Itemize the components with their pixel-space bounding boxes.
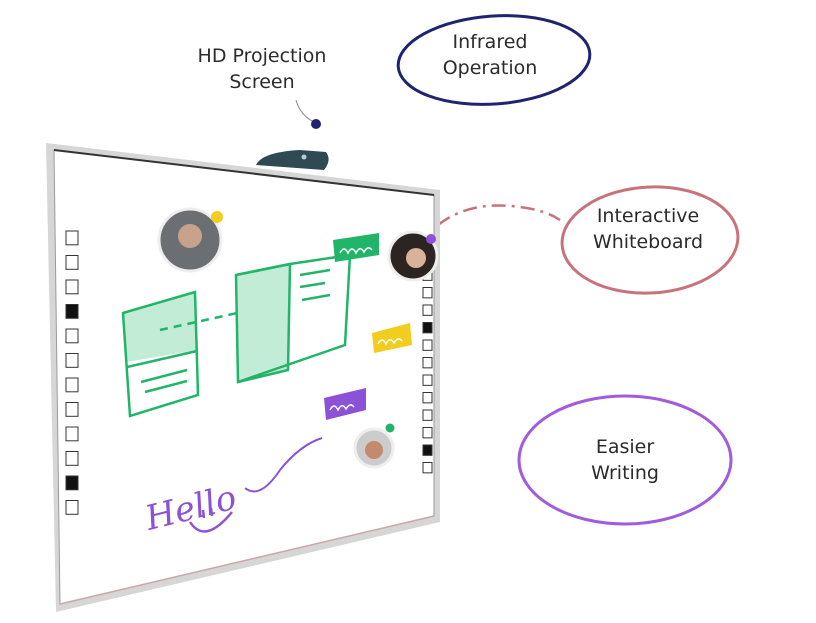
eraser-icon[interactable]: [65, 475, 79, 491]
pen-thick-icon[interactable]: [422, 392, 433, 404]
interactive-ellipse: [560, 185, 740, 295]
interactive-label-line2: Whiteboard: [593, 231, 703, 253]
hd-projection-leader-line: [295, 99, 315, 123]
easier-label-line2: Writing: [591, 462, 659, 484]
interactive-label-line1: Interactive: [597, 205, 699, 227]
green-note: [333, 233, 379, 262]
pen-medium-icon[interactable]: [65, 377, 79, 393]
pen-thin-icon[interactable]: [65, 353, 79, 368]
screen-page-icon[interactable]: [65, 328, 79, 344]
projector-lens: [301, 154, 307, 160]
purple-note: [324, 388, 366, 420]
infrared-label-line1: Infrared: [453, 31, 528, 53]
easier-ellipse: [517, 394, 733, 526]
easier-label-line1: Easier: [596, 436, 655, 458]
pen-thin-icon[interactable]: [422, 357, 433, 369]
eraser-icon[interactable]: [422, 444, 433, 456]
hd-projection-label-line2: Screen: [229, 71, 294, 93]
black-page-icon[interactable]: [422, 322, 433, 334]
black-page-icon[interactable]: [65, 304, 79, 319]
save-icon[interactable]: [422, 409, 433, 421]
import-icon[interactable]: [65, 230, 79, 246]
export-icon[interactable]: [422, 287, 433, 299]
undo-icon[interactable]: [422, 427, 433, 439]
hd-projection-dot: [311, 119, 321, 129]
purple-stroke: [244, 437, 323, 493]
export-icon[interactable]: [65, 255, 79, 270]
display-icon[interactable]: [422, 462, 433, 474]
pen-thick-icon[interactable]: [65, 402, 79, 417]
avatar-user-2: [387, 230, 439, 282]
undo-icon[interactable]: [65, 451, 79, 466]
smiley-face: [188, 507, 233, 533]
projector: [256, 150, 329, 170]
hd-projection-label-line1: HD Projection: [198, 45, 327, 67]
avatar-user-3: [353, 423, 395, 469]
yellow-note: [372, 323, 412, 353]
pen-medium-icon[interactable]: [422, 374, 433, 386]
avatar-user-1: [157, 207, 223, 273]
screen-page-icon[interactable]: [422, 339, 433, 351]
infrared-label-line2: Operation: [443, 57, 538, 79]
left-toolbar: [65, 230, 79, 515]
blank-page-icon[interactable]: [422, 304, 433, 316]
save-icon[interactable]: [65, 426, 79, 442]
infrared-ellipse: [396, 14, 592, 106]
interactive-leader-line: [437, 204, 561, 226]
board-top-edge: [53, 149, 435, 196]
board-bottom-edge: [59, 515, 435, 605]
display-icon[interactable]: [65, 500, 79, 515]
blank-page-icon[interactable]: [65, 279, 79, 295]
